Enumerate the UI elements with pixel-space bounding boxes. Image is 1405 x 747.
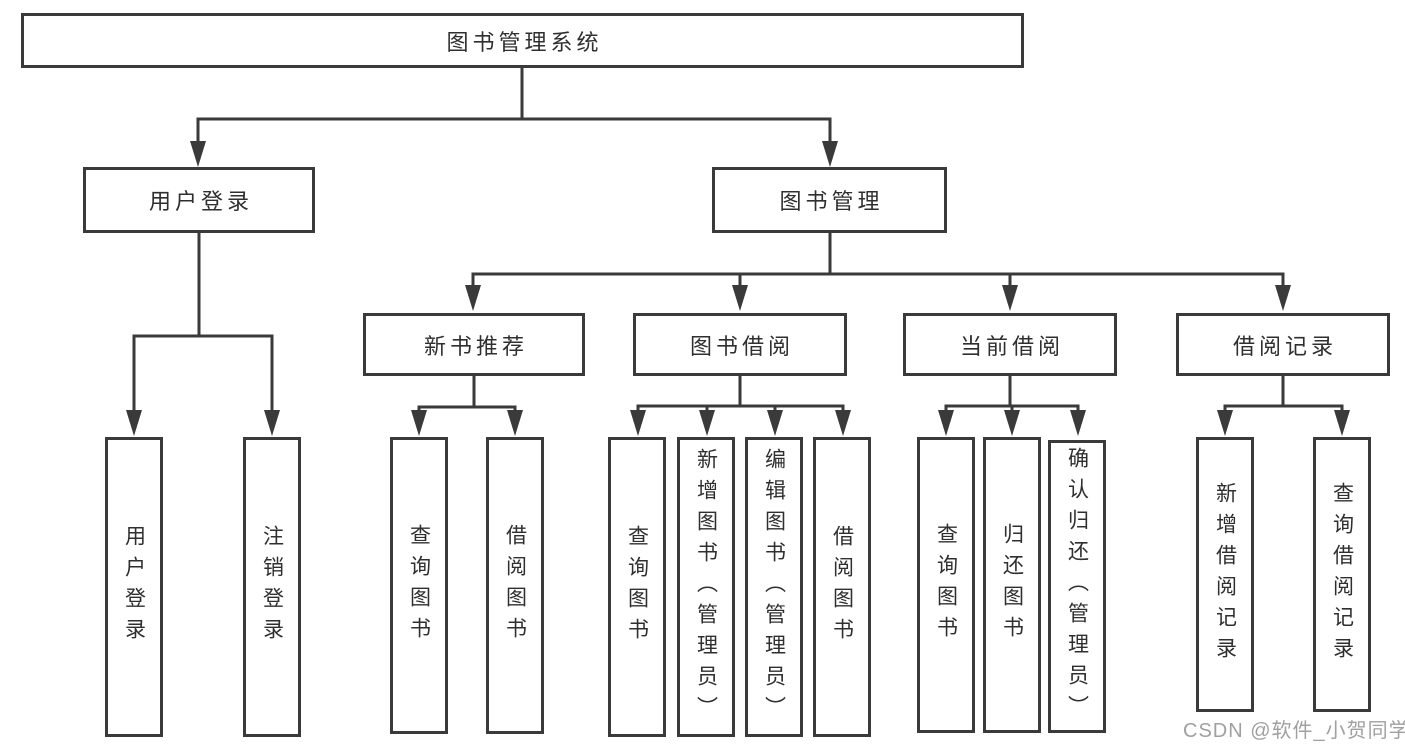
- leaf-cb-confirm-return-admin: 确认归还（管理员）: [1048, 440, 1106, 733]
- leaf-bb-borrow-books-label: 借阅图书: [830, 525, 854, 649]
- node-book-management: 图书管理: [712, 167, 947, 233]
- leaf-cb-return-books-label: 归还图书: [1000, 523, 1024, 647]
- leaf-bb-query-books-label: 查询图书: [625, 525, 649, 649]
- node-current-borrow: 当前借阅: [903, 313, 1117, 376]
- node-book-management-label: 图书管理: [779, 189, 884, 214]
- leaf-bb-add-books-admin: 新增图书（管理员）: [677, 437, 735, 737]
- leaf-br-query-record: 查询借阅记录: [1313, 437, 1371, 712]
- leaf-bb-edit-books-admin: 编辑图书（管理员）: [745, 437, 803, 737]
- node-borrow-records: 借阅记录: [1176, 313, 1390, 376]
- leaf-cb-query-books-label: 查询图书: [934, 523, 958, 647]
- leaf-bb-edit-books-admin-label: 编辑图书（管理员）: [762, 447, 786, 727]
- leaf-bb-query-books: 查询图书: [608, 437, 666, 737]
- node-root-label: 图书管理系统: [446, 29, 603, 55]
- leaf-nb-query-books: 查询图书: [390, 437, 448, 734]
- leaf-bb-borrow-books: 借阅图书: [813, 437, 871, 737]
- watermark: CSDN @软件_小贺同学: [1183, 720, 1405, 742]
- leaf-nb-query-books-label: 查询图书: [407, 523, 431, 648]
- node-user-login: 用户登录: [83, 167, 315, 233]
- leaf-bb-add-books-admin-label: 新增图书（管理员）: [694, 447, 718, 727]
- leaf-br-query-record-label: 查询借阅记录: [1330, 481, 1354, 668]
- leaf-nb-borrow-books: 借阅图书: [486, 437, 544, 734]
- leaf-br-add-record: 新增借阅记录: [1196, 437, 1254, 712]
- leaf-nb-borrow-books-label: 借阅图书: [503, 523, 527, 648]
- leaf-user-login-label: 用户登录: [122, 525, 146, 649]
- leaf-logout: 注销登录: [243, 437, 301, 737]
- node-borrow-records-label: 借阅记录: [1232, 333, 1337, 359]
- leaf-cb-confirm-return-admin-label: 确认归还（管理员）: [1065, 447, 1089, 726]
- node-book-borrow: 图书借阅: [633, 313, 847, 376]
- node-user-login-label: 用户登录: [148, 189, 253, 214]
- leaf-cb-return-books: 归还图书: [983, 437, 1041, 733]
- leaf-logout-label: 注销登录: [260, 525, 284, 649]
- node-book-borrow-label: 图书借阅: [689, 333, 794, 359]
- node-root: 图书管理系统: [21, 13, 1024, 68]
- leaf-cb-query-books: 查询图书: [917, 437, 975, 733]
- arrow-down-icons: [126, 141, 1350, 436]
- node-current-borrow-label: 当前借阅: [959, 333, 1064, 359]
- node-new-book-recommend: 新书推荐: [363, 313, 585, 376]
- leaf-user-login: 用户登录: [105, 437, 163, 737]
- node-new-book-recommend-label: 新书推荐: [423, 333, 528, 359]
- leaf-br-add-record-label: 新增借阅记录: [1213, 481, 1237, 668]
